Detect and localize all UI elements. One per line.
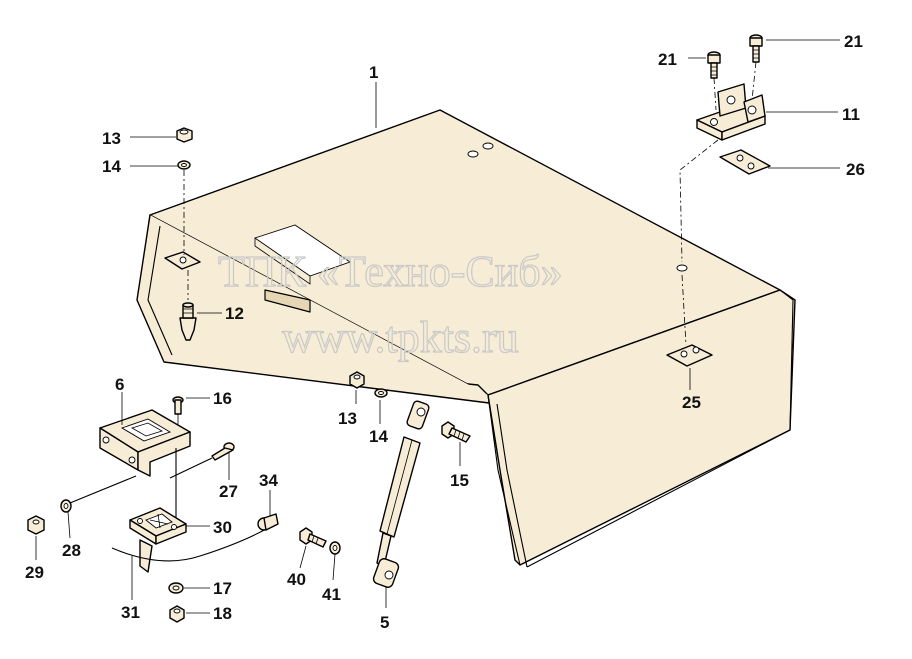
- callout-41: 41: [322, 585, 341, 604]
- callout-25: 25: [682, 393, 701, 412]
- callout-21-left: 21: [658, 50, 677, 69]
- rubber-buffer-12: [179, 302, 197, 341]
- nut-13-top: [176, 127, 193, 143]
- callout-14-lower: 14: [369, 427, 388, 446]
- leader-lines: [35, 39, 840, 614]
- screw-40: [299, 527, 327, 548]
- washer-14-lower: [374, 388, 388, 398]
- callout-27: 27: [219, 482, 238, 501]
- callout-29: 29: [25, 563, 44, 582]
- nut-13-lower: [349, 371, 365, 389]
- callout-30: 30: [213, 518, 232, 537]
- nut-29: [27, 515, 45, 535]
- pin-34: [257, 513, 279, 531]
- callout-40: 40: [287, 570, 306, 589]
- callout-13-top: 13: [102, 129, 121, 148]
- callout-5: 5: [380, 613, 389, 632]
- callout-28: 28: [62, 541, 81, 560]
- hood-cover: [136, 109, 796, 568]
- plate-25: [666, 344, 713, 367]
- latch-bracket-6: [99, 409, 191, 477]
- washer-17: [168, 582, 184, 594]
- screw-27: [211, 442, 235, 461]
- screw-16: [172, 396, 184, 415]
- callout-34: 34: [259, 471, 278, 490]
- callout-21-right: 21: [844, 32, 863, 51]
- callout-11: 11: [842, 105, 860, 124]
- washer-41: [329, 541, 341, 555]
- screw-21-left: [707, 51, 721, 79]
- washer-14-top: [177, 160, 191, 170]
- pad-plate: [164, 251, 201, 270]
- callout-12: 12: [225, 304, 244, 323]
- callout-6: 6: [115, 375, 124, 394]
- screw-21-right: [749, 34, 763, 63]
- callout-13-lower: 13: [338, 409, 357, 428]
- watermark: ТПК «Техно-Сиб» www.tpkts.ru: [217, 246, 563, 362]
- watermark-company: ТПК «Техно-Сиб»: [218, 247, 563, 296]
- bolt-15: [441, 421, 471, 443]
- callout-16: 16: [213, 389, 232, 408]
- callout-labels: 1 21 21 11 26 13 14 12 25 6 16 13 14 15 …: [25, 32, 865, 632]
- washer-28: [60, 499, 72, 513]
- callout-14-top: 14: [102, 157, 121, 176]
- shim-plate-26: [719, 149, 771, 175]
- callout-1: 1: [369, 63, 378, 82]
- callout-31: 31: [121, 603, 140, 622]
- cable-31: [111, 527, 269, 562]
- callout-26: 26: [846, 160, 865, 179]
- latch-30: [129, 507, 187, 573]
- nut-18: [169, 605, 185, 623]
- gas-strut-5: [372, 400, 430, 588]
- callout-17: 17: [213, 579, 232, 598]
- callout-15: 15: [450, 471, 469, 490]
- watermark-url: www.tpkts.ru: [282, 313, 519, 362]
- callout-18: 18: [213, 604, 232, 623]
- hinge-bracket-11: [696, 83, 766, 141]
